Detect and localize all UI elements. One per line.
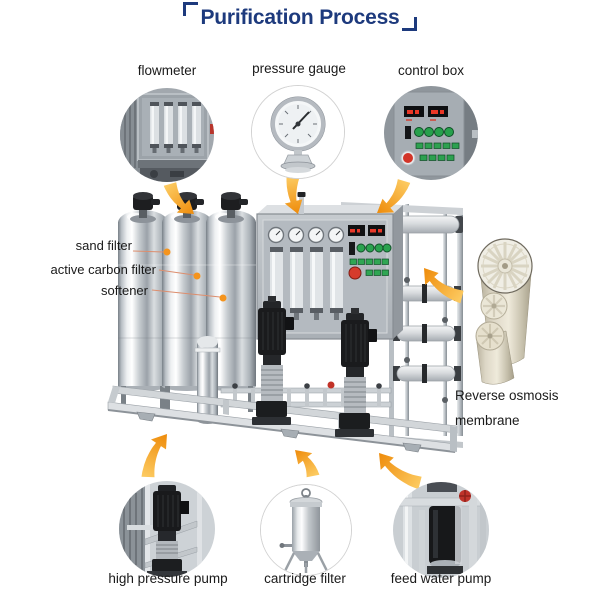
pump-body — [147, 485, 189, 577]
panel-switch — [349, 242, 355, 255]
feed-water-pump-photo — [393, 482, 489, 578]
panel-displays — [348, 225, 385, 236]
panel-indicators — [349, 258, 389, 276]
red-valve — [327, 381, 335, 389]
label-ro-membrane-line1: Reverse osmosis — [455, 388, 559, 403]
title-bracket-top-left — [183, 2, 199, 16]
panel-flowmeters — [270, 247, 343, 320]
emergency-stop-button — [403, 153, 413, 163]
label-feed-water-pump: feed water pump — [390, 571, 492, 586]
green-buttons — [414, 127, 454, 137]
callout-circle-control-box — [384, 86, 478, 180]
callout-circle-feed-water-pump — [393, 482, 489, 578]
panel-switch — [405, 126, 411, 139]
callout-circle-flowmeter — [120, 88, 214, 182]
title-block: Purification Process — [0, 2, 600, 31]
ro-membrane-illustration — [475, 238, 533, 385]
gauge-needle — [292, 111, 310, 130]
callout-circle-pressure-gauge — [251, 85, 345, 179]
flowmeter-photo — [120, 88, 214, 182]
label-ro-membrane-line2: membrane — [455, 413, 520, 428]
digital-displays — [404, 106, 448, 121]
ro-machine-illustration — [107, 191, 463, 453]
membrane-end-cap-small — [475, 321, 505, 351]
control-box-photo — [384, 86, 478, 180]
red-valve — [459, 490, 471, 502]
callout-circle-high-pressure-pump — [119, 481, 215, 577]
filter-tanks — [117, 191, 257, 413]
flow-tubes — [150, 102, 201, 153]
callout-circle-cartridge-filter — [260, 484, 352, 576]
label-sand-filter: sand filter — [75, 238, 132, 253]
panel-green-buttons — [356, 243, 392, 253]
label-pressure-gauge: pressure gauge — [252, 61, 346, 76]
title-bracket-bottom-right — [401, 17, 417, 31]
pump-body — [427, 506, 463, 574]
label-active-carbon-filter: active carbon filter — [50, 262, 157, 277]
filter-legs — [283, 552, 329, 573]
machine-cartridge-housing — [194, 336, 221, 424]
label-cartridge-filter: cartridge filter — [264, 571, 346, 586]
label-high-pressure-pump: high pressure pump — [108, 571, 228, 586]
label-flowmeter: flowmeter — [137, 63, 197, 78]
membrane-end-cap-large — [477, 238, 533, 294]
cartridge-filter-photo — [261, 485, 351, 575]
page-title: Purification Process — [183, 2, 417, 31]
emergency-stop-button — [348, 266, 362, 280]
panel-gauges — [267, 226, 345, 244]
label-softener: softener — [101, 283, 148, 298]
green-indicators — [415, 142, 460, 161]
pressure-gauge-photo — [252, 86, 344, 178]
label-control-box: control box — [397, 63, 465, 78]
membrane-end-cap-mid — [480, 292, 508, 320]
high-pressure-pump-photo — [119, 481, 215, 577]
